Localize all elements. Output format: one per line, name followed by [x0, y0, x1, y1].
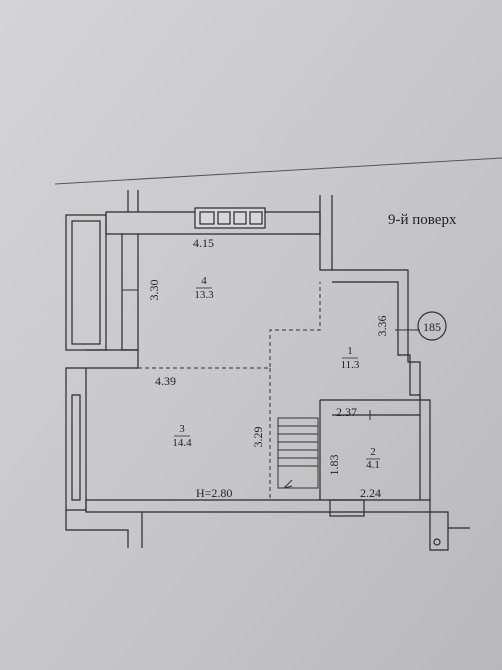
- dimension-4-39: 4.39: [155, 374, 176, 388]
- apartment-number: 185: [423, 320, 441, 334]
- room-3-area: 14.4: [172, 437, 192, 449]
- room-3-number: 3: [179, 423, 185, 435]
- room-boundaries: [138, 282, 321, 500]
- floor-label: 9-й поверх: [388, 212, 457, 228]
- walls: [65, 190, 470, 551]
- room-2-number: 2: [370, 446, 376, 458]
- stairs: [277, 417, 319, 489]
- dimension-1-83: 1.83: [327, 455, 341, 476]
- boundary-line: [54, 157, 502, 185]
- dimension-3-36: 3.36: [375, 316, 389, 337]
- room-4-number: 4: [201, 275, 207, 287]
- dimension-3-29: 3.29: [251, 427, 265, 448]
- dimension-2-24: 2.24: [360, 486, 381, 500]
- dimension-3-30: 3.30: [147, 280, 161, 301]
- room-1-number: 1: [347, 345, 353, 357]
- apartment-number-circle: [417, 311, 447, 341]
- room-4-area: 13.3: [194, 289, 214, 301]
- ceiling-height: H=2.80: [196, 486, 232, 500]
- room-1-area: 11.3: [341, 359, 360, 371]
- dimension-2-37: 2.37: [336, 405, 357, 419]
- dimension-lines: [122, 289, 420, 420]
- dimension-4-15: 4.15: [193, 236, 214, 250]
- room-2-area: 4.1: [366, 459, 380, 471]
